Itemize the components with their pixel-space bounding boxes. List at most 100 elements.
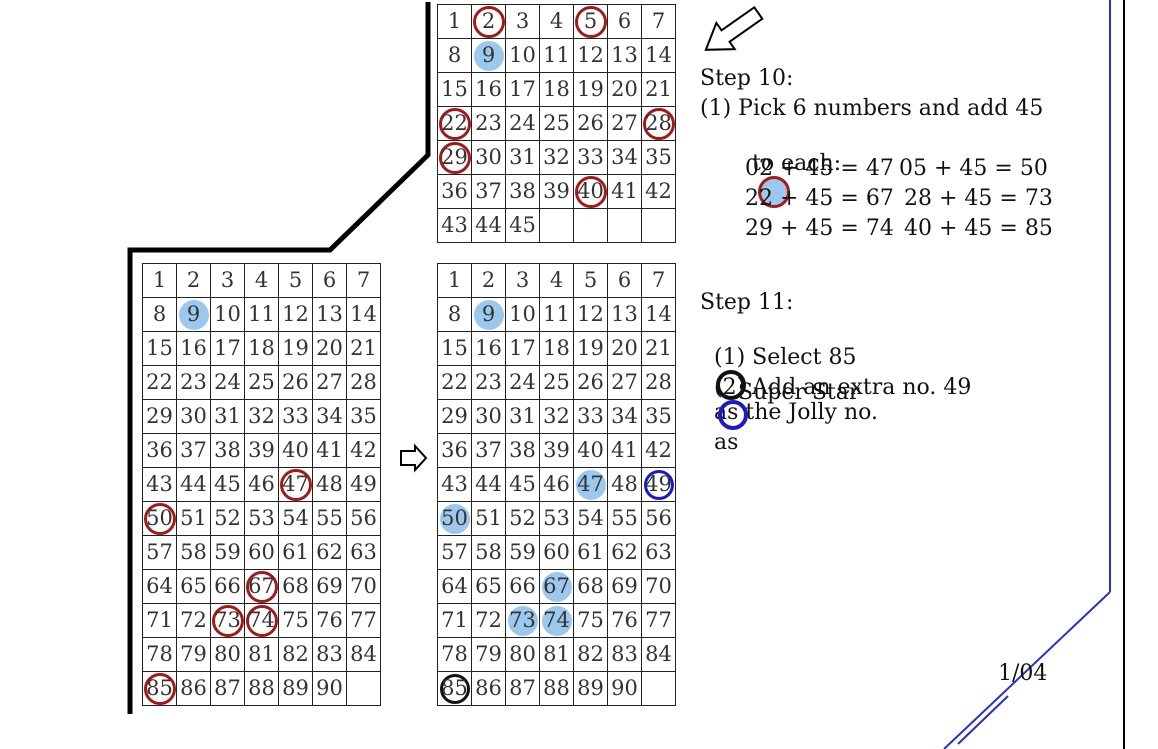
right-grid-cell-number: 82: [577, 642, 604, 666]
right-grid-cell-66: 66: [505, 569, 540, 604]
top-grid-cell-34: 34: [607, 140, 642, 175]
top-grid-cell-28: 28: [641, 106, 676, 141]
right-grid-cell-number: 27: [611, 370, 638, 394]
top-grid-cell-number: 16: [475, 77, 502, 101]
left-grid-cell-2: 2: [176, 263, 211, 298]
top-grid-cell-32: 32: [539, 140, 574, 175]
right-grid-cell-number: 70: [645, 574, 672, 598]
top-grid-empty-cell: [539, 208, 574, 243]
right-grid-cell-number: 60: [543, 540, 570, 564]
right-grid-cell-number: 67: [543, 574, 570, 598]
left-grid-cell-41: 41: [312, 433, 347, 468]
left-grid-cell-number: 62: [316, 540, 343, 564]
right-grid-cell-23: 23: [471, 365, 506, 400]
right-grid-cell-72: 72: [471, 603, 506, 638]
left-grid-cell-number: 59: [214, 540, 241, 564]
top-grid-cell-29: 29: [437, 140, 472, 175]
right-grid-cell-number: 87: [509, 676, 536, 700]
top-grid-cell-number: 1: [447, 9, 462, 33]
top-grid-cell-9: 9: [471, 38, 506, 73]
left-grid-cell-number: 29: [146, 404, 173, 428]
right-grid-cell-6: 6: [607, 263, 642, 298]
step11-line3: Super Star: [738, 380, 860, 405]
right-grid-cell-2: 2: [471, 263, 506, 298]
right-grid-cell-70: 70: [641, 569, 676, 604]
left-grid-cell-number: 41: [316, 438, 343, 462]
right-grid-cell-73: 73: [505, 603, 540, 638]
right-grid-cell-60: 60: [539, 535, 574, 570]
right-grid-cell-16: 16: [471, 331, 506, 366]
right-grid-cell-number: 18: [543, 336, 570, 360]
left-grid-cell-69: 69: [312, 569, 347, 604]
top-grid-cell-number: 29: [441, 145, 468, 169]
left-grid-cell-number: 19: [282, 336, 309, 360]
top-grid-cell-15: 15: [437, 72, 472, 107]
left-grid-cell-45: 45: [210, 467, 245, 502]
left-grid-cell-number: 81: [248, 642, 275, 666]
left-grid-cell-65: 65: [176, 569, 211, 604]
left-grid-cell-21: 21: [346, 331, 381, 366]
top-grid-cell-19: 19: [573, 72, 608, 107]
right-grid-cell-number: 86: [475, 676, 502, 700]
top-grid-cell-number: 45: [509, 213, 536, 237]
right-grid-cell-number: 52: [509, 506, 536, 530]
top-grid-cell-3: 3: [505, 4, 540, 39]
left-grid-cell-number: 52: [214, 506, 241, 530]
right-grid-cell-number: 23: [475, 370, 502, 394]
right-grid-cell-35: 35: [641, 399, 676, 434]
eq-5: 40 + 45 = 85: [904, 216, 1053, 241]
left-grid-cell-26: 26: [278, 365, 313, 400]
right-grid-cell-36: 36: [437, 433, 472, 468]
top-grid-empty-cell: [573, 208, 608, 243]
left-grid-cell-number: 31: [214, 404, 241, 428]
left-grid-cell-number: 87: [214, 676, 241, 700]
right-grid-cell-44: 44: [471, 467, 506, 502]
left-grid-cell-number: 51: [180, 506, 207, 530]
right-grid-cell-number: 40: [577, 438, 604, 462]
right-grid-cell-28: 28: [641, 365, 676, 400]
left-grid-cell-number: 33: [282, 404, 309, 428]
left-grid-cell-30: 30: [176, 399, 211, 434]
left-grid-cell-number: 20: [316, 336, 343, 360]
right-grid-cell-29: 29: [437, 399, 472, 434]
right-grid-cell-62: 62: [607, 535, 642, 570]
left-grid-cell-90: 90: [312, 671, 347, 706]
right-grid-cell-88: 88: [539, 671, 574, 706]
right-grid-cell-71: 71: [437, 603, 472, 638]
right-grid-cell-30: 30: [471, 399, 506, 434]
right-grid-cell-11: 11: [539, 297, 574, 332]
left-grid-cell-22: 22: [142, 365, 177, 400]
right-grid-cell-number: 53: [543, 506, 570, 530]
left-grid-cell-23: 23: [176, 365, 211, 400]
left-grid-cell-48: 48: [312, 467, 347, 502]
right-grid-cell-number: 77: [645, 608, 672, 632]
right-grid-cell-number: 42: [645, 438, 672, 462]
right-grid-cell-number: 73: [509, 608, 536, 632]
right-grid-cell-1: 1: [437, 263, 472, 298]
top-grid-cell-number: 37: [475, 179, 502, 203]
right-grid-cell-85: 85: [437, 671, 472, 706]
top-grid-cell-24: 24: [505, 106, 540, 141]
left-grid-empty-cell: [346, 671, 381, 706]
right-grid-cell-67: 67: [539, 569, 574, 604]
right-grid-cell-56: 56: [641, 501, 676, 536]
left-grid-cell-24: 24: [210, 365, 245, 400]
left-grid-cell-37: 37: [176, 433, 211, 468]
right-grid-cell-number: 20: [611, 336, 638, 360]
right-grid-cell-number: 28: [645, 370, 672, 394]
right-grid-cell-34: 34: [607, 399, 642, 434]
right-grid-cell-number: 48: [611, 472, 638, 496]
right-grid-cell-83: 83: [607, 637, 642, 672]
right-grid-cell-number: 71: [441, 608, 468, 632]
